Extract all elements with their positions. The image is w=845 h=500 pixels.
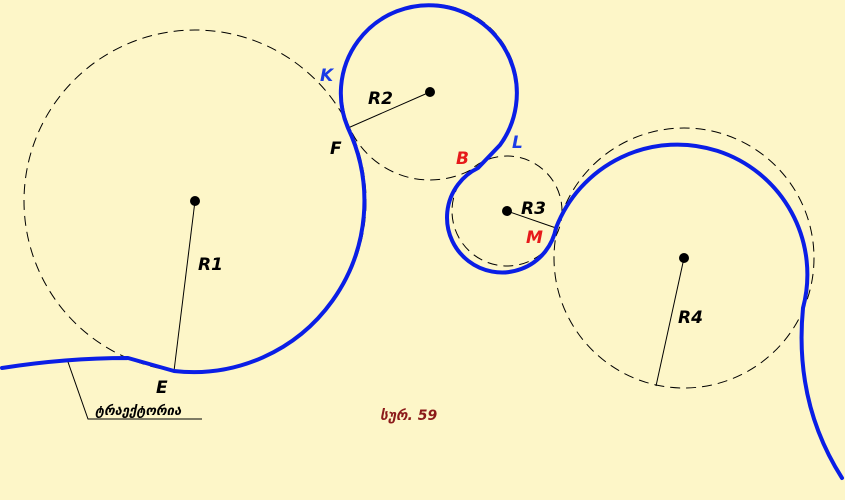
radius-r4 bbox=[655, 257, 685, 387]
figure-caption: სურ. 59 bbox=[380, 408, 437, 424]
label-point-e: E bbox=[156, 378, 168, 398]
radius-r3 bbox=[506, 210, 557, 229]
label-point-b: B bbox=[456, 149, 469, 169]
label-r1: R1 bbox=[198, 255, 223, 275]
label-r2: R2 bbox=[368, 89, 393, 109]
label-point-k: K bbox=[320, 66, 335, 86]
center-r4 bbox=[679, 253, 689, 263]
trajectory-curve bbox=[0, 3, 844, 480]
radius-r2 bbox=[347, 91, 431, 129]
trajectory-leader bbox=[67, 361, 202, 420]
label-point-f: F bbox=[330, 139, 342, 159]
circle-r4 bbox=[553, 127, 815, 389]
radius-r1 bbox=[173, 200, 196, 372]
trajectory-label: ტრაექტორია bbox=[95, 404, 182, 419]
center-r2 bbox=[425, 87, 435, 97]
center-r1 bbox=[190, 196, 200, 206]
label-point-l: L bbox=[512, 133, 523, 153]
label-point-m: M bbox=[526, 228, 543, 248]
center-r3 bbox=[502, 206, 512, 216]
label-r4: R4 bbox=[678, 308, 703, 328]
label-r3: R3 bbox=[521, 199, 546, 219]
